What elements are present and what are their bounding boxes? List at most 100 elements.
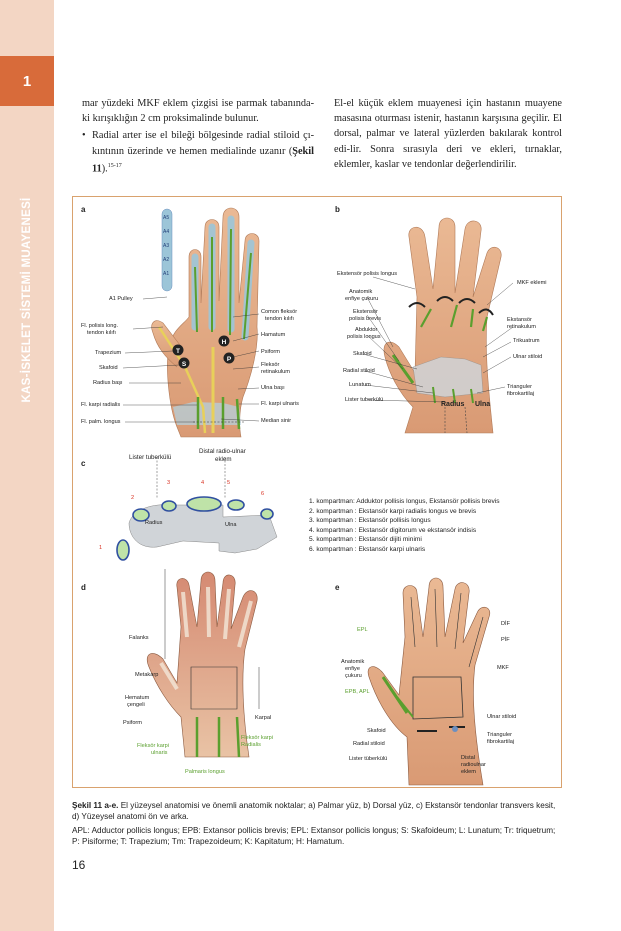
label-ext-ret-1: Ekstansör	[507, 317, 532, 323]
chapter-sidebar: 1 KAS-İSKELET SİSTEMİ MUAYENESİ	[0, 0, 54, 931]
label-palmaris-longus: Palmaris longus	[185, 769, 225, 775]
label-mcp-joint: MKF eklemi	[517, 280, 547, 286]
label-fcu-a: Fl. karpi ulnaris	[261, 401, 299, 407]
caption-title: Şekil 11 a-e.	[72, 801, 119, 810]
label-ulnar-styloid-e: Ulnar stiloid	[487, 714, 517, 720]
label-radial-styloid-e: Radial stiloid	[353, 741, 385, 747]
label-epb-1: Ekstensör	[353, 309, 378, 315]
scaphoid-marker: S	[182, 361, 187, 368]
comp-num-3: 3	[167, 480, 171, 486]
label-dip: DİF	[501, 621, 511, 627]
label-hamatum: Hamatum	[261, 332, 286, 338]
pisiform-marker: P	[227, 356, 232, 363]
compartment-3: 3. kompartman : Ekstansör pollisis longu…	[309, 517, 431, 525]
pulley-a4: A4	[163, 229, 169, 235]
right-paragraph: El-el küçük eklem muayenesi için hastanı…	[334, 98, 562, 170]
hamate-marker: H	[222, 339, 227, 346]
label-snuffbox-e-1: Anatomik	[341, 659, 365, 665]
label-snuffbox-2: enfiye çukuru	[345, 296, 379, 302]
panel-e-letter: e	[335, 583, 340, 592]
label-tfcc-e-2: fibrokartilaj	[487, 739, 515, 745]
label-fcr-d-2: Radialis	[241, 742, 261, 748]
label-ulnar-styloid-b: Ulnar stiloid	[513, 354, 543, 360]
left-bullet: Radial arter ise el bileği bölgesinde ra…	[82, 128, 314, 176]
label-ulna-c: Ulna	[225, 522, 237, 528]
label-apl-2: polisis longus	[347, 334, 381, 340]
label-lunatum: Lunatum	[349, 382, 371, 388]
left-paragraph: mar yüzdeki MKF eklem çizgisi ise parmak…	[82, 98, 314, 125]
label-carpal: Karpal	[255, 715, 272, 721]
pulley-labels: A5 A4 A3 A2 A1	[163, 215, 169, 277]
label-scaphoid-e: Skafoid	[367, 728, 386, 734]
figure-reference[interactable]: Şekil 11	[92, 145, 314, 175]
label-fcu-d-2: ulnaris	[151, 750, 168, 756]
right-column: El-el küçük eklem muayenesi için hastanı…	[334, 96, 562, 172]
compartment-list: 1. kompartman: Adduktor pollisis longus,…	[309, 497, 500, 555]
bullet-end: ).	[101, 163, 108, 175]
label-a1-pulley: A1 Pulley	[109, 296, 133, 302]
comp-num-5: 5	[227, 480, 231, 486]
panel-c-section	[116, 457, 278, 561]
label-snuffbox-e-3: çukuru	[345, 673, 362, 679]
label-lister-e: Lister tüberkülü	[349, 756, 388, 762]
caption-abbreviations: APL: Adductor pollicis longus; EPB: Exta…	[72, 826, 556, 846]
panel-b-letter: b	[335, 205, 340, 214]
label-pisiform-d: Psiform	[123, 720, 142, 726]
label-radial-styloid-b: Radial stiloid	[343, 368, 375, 374]
label-snuffbox-e-2: enfiye	[345, 666, 360, 672]
compartment-1: 1. kompartman: Adduktor pollisis longus,…	[309, 498, 500, 505]
label-fcu-d-1: Fleksör karpi	[137, 743, 170, 749]
label-hamate-hook-2: çengeli	[127, 702, 145, 708]
left-column: mar yüzdeki MKF eklem çizgisi ise parmak…	[82, 96, 314, 176]
pulley-a3: A3	[163, 243, 169, 249]
label-ext-ret-2: retinakulum	[507, 324, 536, 330]
label-phalanx: Falanks	[129, 635, 149, 641]
label-fcr: Fl. karpi radialis	[81, 402, 121, 408]
compartment-5: 5. kompartman : Ekstansör dijiti minimi	[309, 536, 422, 544]
panel-a-hand	[151, 207, 260, 438]
label-epb-apl-e: EPB, APL	[345, 689, 370, 695]
pulley-a2: A2	[163, 257, 169, 263]
label-druj-e-1: Distal	[461, 755, 475, 761]
bullet-text: Radial arter ise el bileği bölgesinde ra…	[92, 130, 314, 157]
trapezium-marker: T	[176, 348, 180, 355]
label-fpl-1: Fl. polisis long.	[81, 323, 118, 329]
label-druj-e-2: radioulnar	[461, 762, 486, 768]
page-number: 16	[72, 858, 86, 872]
label-median-nerve: Median sinir	[261, 418, 292, 424]
label-druj-2: eklem	[215, 456, 232, 463]
label-druj-1: Distal radio-ulnar	[199, 448, 246, 455]
label-triquetrum: Trikuatrum	[513, 338, 540, 344]
label-tfcc-e-1: Trianguler	[487, 732, 512, 738]
label-epl-b: Ekstensör polisis longus	[337, 271, 398, 277]
label-epb-2: polisis brevis	[349, 316, 382, 322]
panel-a-leaders	[122, 296, 260, 423]
label-ulna-b: Ulna	[475, 401, 491, 408]
label-flexor-ret-1: Fleksör	[261, 362, 280, 368]
label-hamate-hook-1: Hematum	[125, 695, 150, 701]
label-scaphoid-b: Skafoid	[353, 351, 372, 357]
label-mcp-e: MKF	[497, 665, 509, 671]
label-flexor-ret-2: retinakulum	[261, 369, 290, 375]
label-druj-e-3: eklem	[461, 769, 476, 775]
caption-text: El yüzeysel anatomisi ve önemli anatomik…	[72, 801, 556, 821]
comp-num-6: 6	[261, 491, 265, 497]
label-fpl-2: tendon kılıfı	[87, 330, 116, 336]
figure-illustration: A5 A4 A3 A2 A1 T S H P	[116, 207, 514, 786]
chapter-title: KAS-İSKELET SİSTEMİ MUAYENESİ	[21, 197, 33, 403]
label-radius-b: Radius	[441, 401, 465, 408]
pulley-a5: A5	[163, 215, 169, 221]
label-snuffbox-1: Anatomik	[349, 289, 373, 295]
chapter-number: 1	[0, 56, 54, 106]
pulley-a1: A1	[163, 271, 169, 277]
label-lister-c: Lister tuberkülü	[129, 454, 172, 461]
figure-caption: Şekil 11 a-e. El yüzeysel anatomisi ve ö…	[72, 800, 564, 850]
compartment-4: 4. kompartman : Ekstansör digitorum ve e…	[309, 526, 477, 534]
label-radius-c: Radius	[145, 520, 163, 526]
label-radius-head: Radius başı	[93, 380, 123, 386]
figure-box: A5 A4 A3 A2 A1 T S H P	[72, 196, 562, 788]
label-tfcc-b-2: fibrokartilaj	[507, 391, 535, 397]
panel-b-leaders	[362, 276, 514, 403]
label-pip: PİF	[501, 637, 510, 643]
compartment-2: 2. kompartman : Ekstansör karpi radialis…	[309, 507, 477, 515]
